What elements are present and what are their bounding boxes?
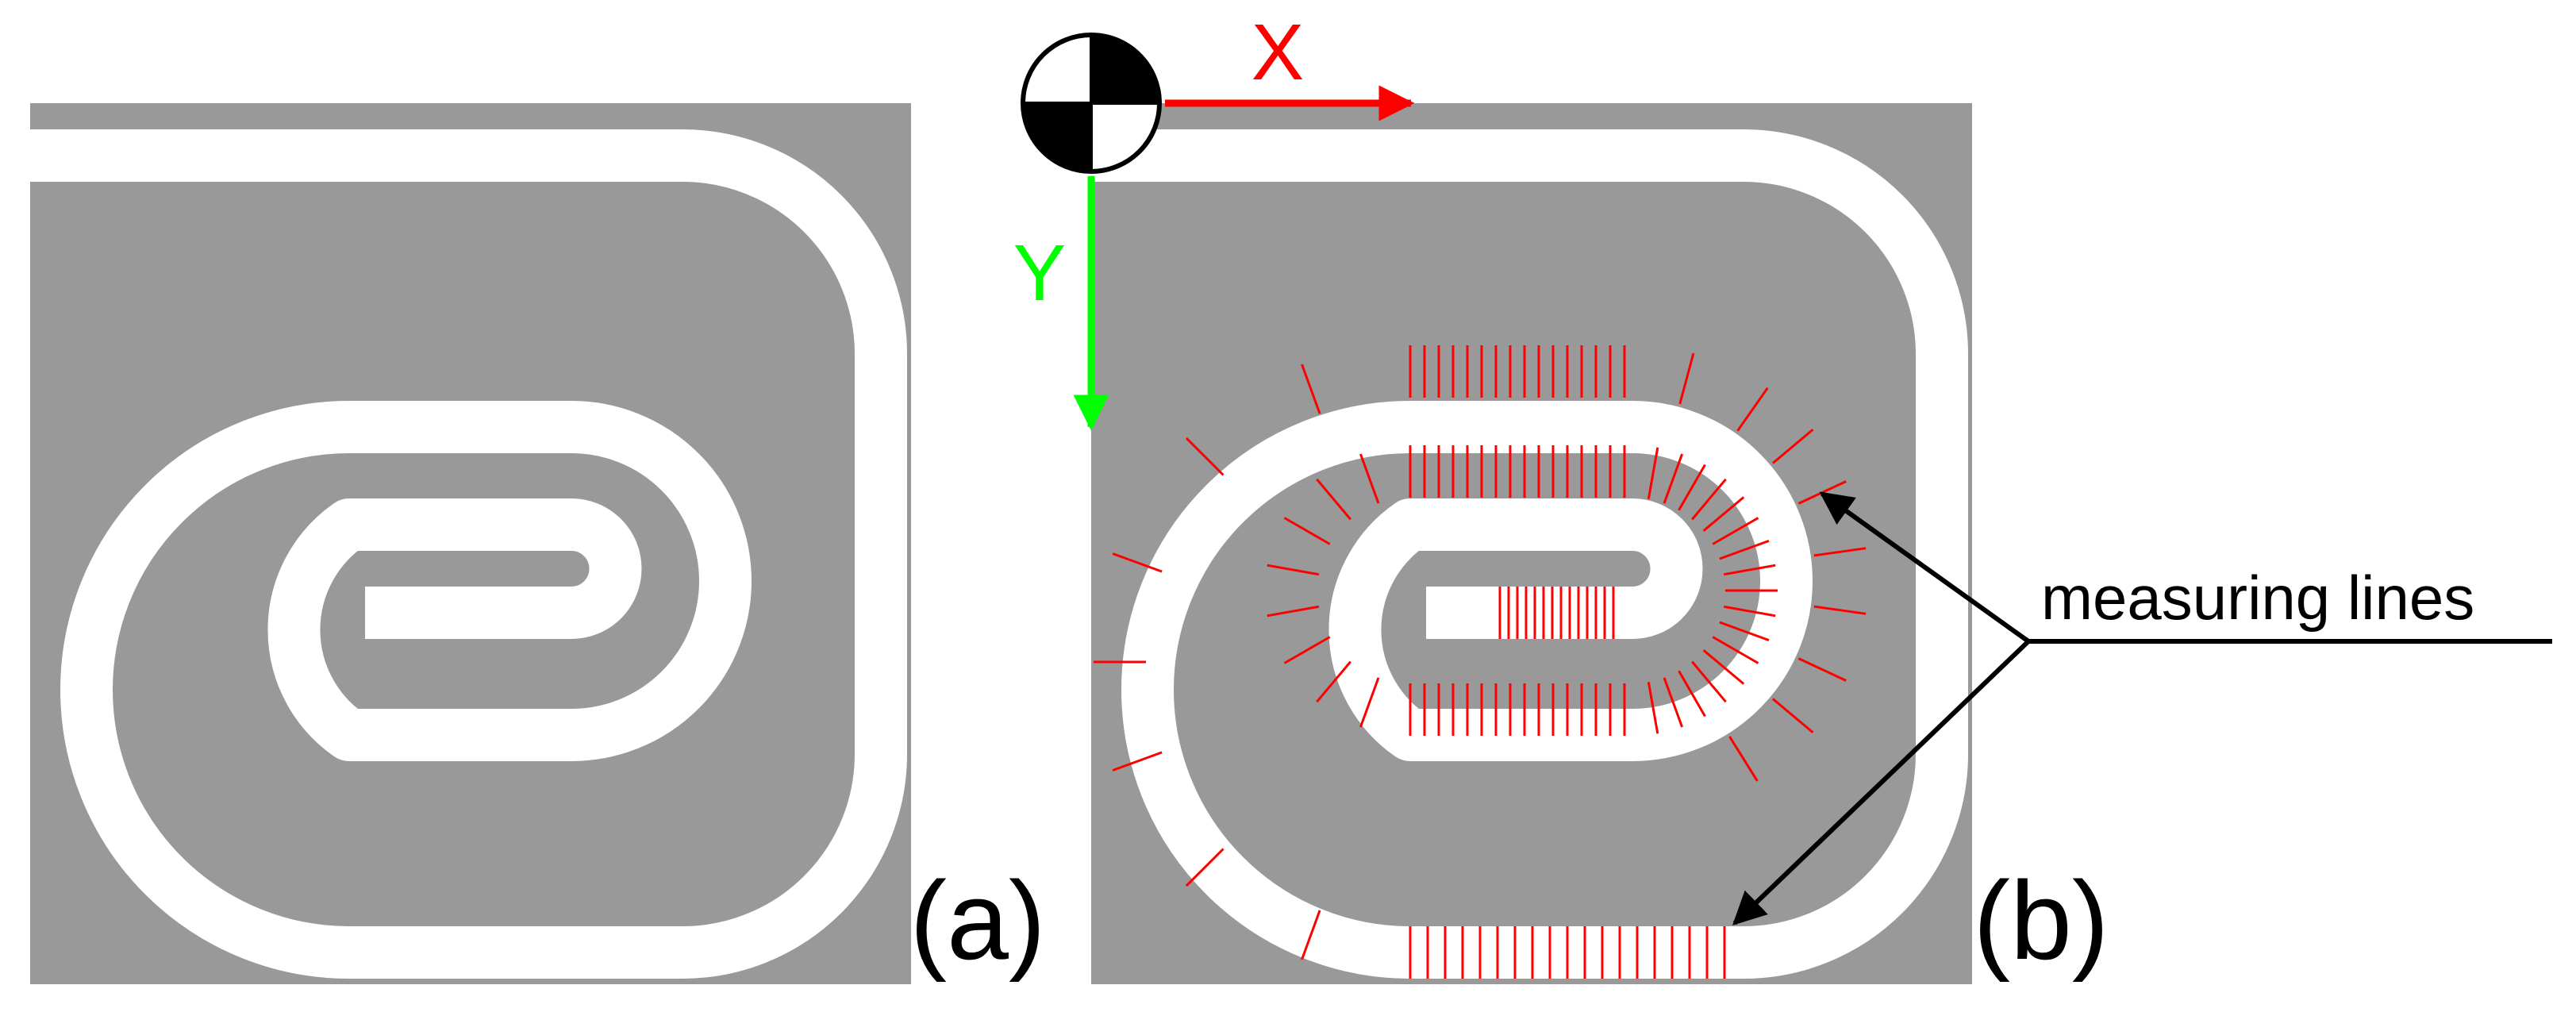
measuring-line <box>1772 428 1814 464</box>
panel-a-track <box>30 129 907 979</box>
measuring-line <box>1359 453 1380 504</box>
measuring-line <box>1185 437 1225 476</box>
measuring-line <box>1691 660 1727 703</box>
center-of-mass-icon <box>1021 33 1162 174</box>
measuring-line <box>1267 564 1320 576</box>
measuring-line <box>1663 677 1684 728</box>
panel-b-label: (b) <box>1973 858 2109 983</box>
measuring-line <box>1647 681 1659 734</box>
measuring-line <box>1723 605 1776 618</box>
measuring-line <box>1712 517 1759 545</box>
panel-b-inner-track <box>1121 401 1813 979</box>
measuring-line <box>1702 649 1745 685</box>
measuring-lines <box>1094 345 1867 979</box>
measuring-line <box>1813 547 1867 557</box>
measuring-line <box>1691 478 1727 521</box>
panel-b-outer-track <box>1091 129 1968 979</box>
panel-a-label: (a) <box>909 858 1045 983</box>
panel-a: (a) <box>30 103 1046 984</box>
measuring-line <box>1359 677 1380 728</box>
measuring-lines-annotation: measuring lines <box>1732 491 2552 925</box>
measuring-line <box>1301 910 1321 960</box>
measuring-line <box>1316 660 1351 703</box>
measuring-line <box>1301 364 1321 414</box>
measuring-line <box>1283 517 1331 545</box>
measuring-line <box>1283 636 1331 664</box>
measuring-line <box>1813 605 1867 615</box>
measuring-line <box>1702 496 1745 532</box>
x-axis-label: X <box>1251 8 1305 97</box>
y-axis-label: Y <box>1013 229 1067 317</box>
measuring-line <box>1678 670 1706 718</box>
measuring-line <box>1728 736 1759 782</box>
measuring-line <box>1185 848 1225 887</box>
measuring-line <box>1267 605 1320 618</box>
measuring-line <box>1663 453 1684 504</box>
coordinate-system: X Y <box>1013 8 1415 431</box>
annotation-pointer-lower <box>1732 639 2031 925</box>
panel-b: (b) <box>1091 103 2109 984</box>
measuring-line <box>1719 539 1770 560</box>
measuring-line <box>1797 657 1847 682</box>
measuring-line <box>1723 564 1776 576</box>
measuring-line <box>1112 751 1163 772</box>
measuring-line <box>1678 352 1695 405</box>
measuring-line <box>1736 387 1769 432</box>
annotation-pointer-upper <box>1819 491 2030 644</box>
annotation-label: measuring lines <box>2041 563 2474 633</box>
measuring-line <box>1719 621 1770 642</box>
measuring-line <box>1647 447 1659 500</box>
measuring-line <box>1316 478 1351 521</box>
measuring-line <box>1772 698 1814 734</box>
measuring-line <box>1112 552 1163 573</box>
measuring-line <box>1712 636 1759 664</box>
measuring-line <box>1678 464 1706 511</box>
